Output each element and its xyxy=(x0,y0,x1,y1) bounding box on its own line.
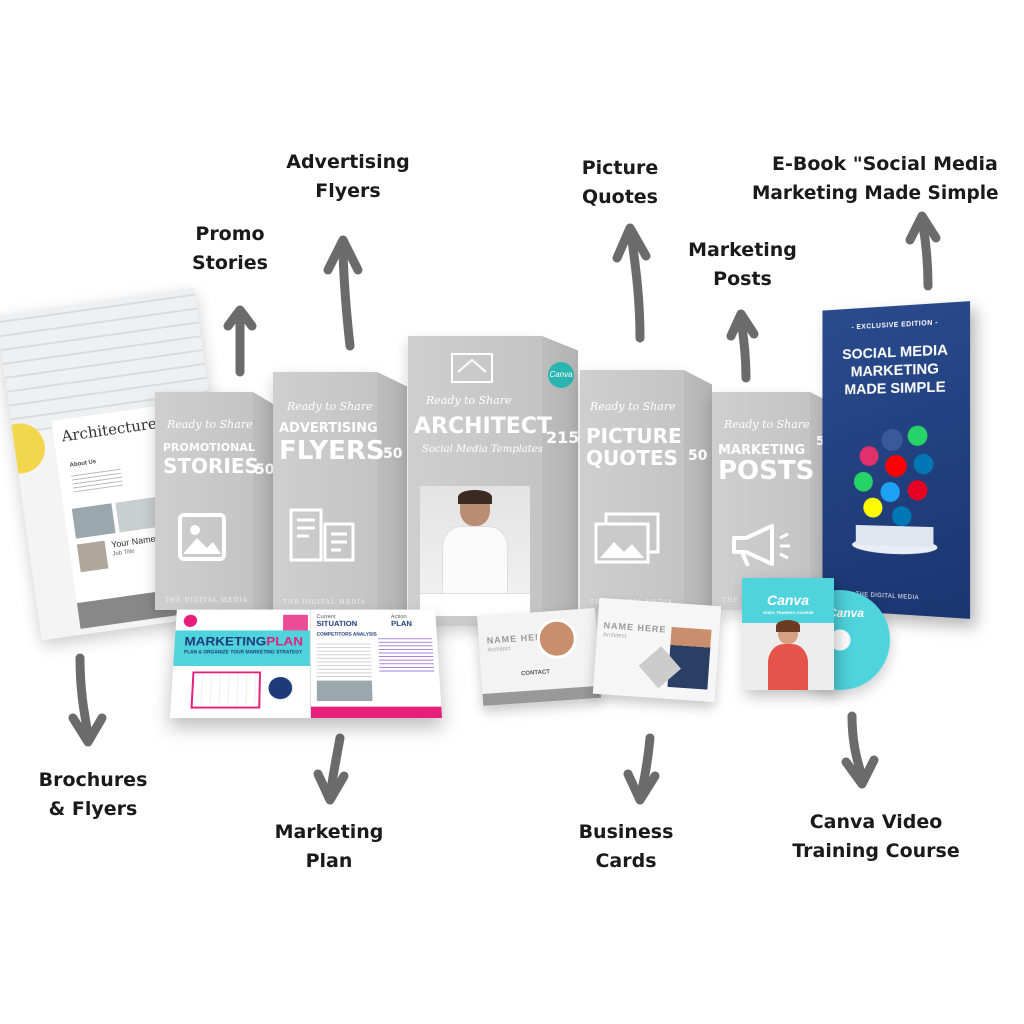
box-picture-quotes: Ready to Share PICTURE QUOTES 50 THE DIG… xyxy=(580,370,712,612)
ebook-title: SOCIAL MEDIA MARKETING MADE SIMPLE xyxy=(822,340,970,400)
label-business-cards: Business Cards xyxy=(566,818,686,876)
box-title-line1: MARKETING xyxy=(718,443,806,458)
business-card-back: NAME HERE Architect xyxy=(592,597,722,703)
box-tagline: Ready to Share xyxy=(590,400,676,413)
box-promotional-stories: Ready to Share PROMOTIONAL STORIES 50 TH… xyxy=(155,392,275,610)
card-contact: CONTACT xyxy=(520,669,551,678)
box-tagline: Ready to Share xyxy=(167,418,253,431)
images-icon xyxy=(594,512,660,564)
ebook-title-line: MADE SIMPLE xyxy=(844,378,946,399)
label-line: & Flyers xyxy=(48,798,138,820)
box-architect: Ready to Share ARCHITECT Social Media Te… xyxy=(408,336,579,626)
label-ebook: E-Book "Social Media Marketing Made Simp… xyxy=(752,150,1022,208)
label-line: Quotes xyxy=(581,186,658,208)
brochure-name: Your Name xyxy=(110,533,157,550)
box-count: 50 xyxy=(255,462,275,478)
box-count: 50 xyxy=(688,448,708,464)
box-title-line1: PROMOTIONAL xyxy=(163,441,255,454)
box-count: 215 xyxy=(546,428,580,447)
label-line: Flyers xyxy=(315,180,381,202)
dvd-case: Canva VIDEO TRAINING COURSE xyxy=(742,578,834,690)
box-title-line2: FLYERS xyxy=(279,436,385,466)
marketing-plan-book: MARKETINGPLAN PLAN & ORGANIZE YOUR MARKE… xyxy=(170,609,442,718)
megaphone-icon xyxy=(732,524,790,567)
box-tagline: Ready to Share xyxy=(426,394,512,407)
box-title-line2: POSTS xyxy=(718,456,815,486)
label-marketing-posts: Marketing Posts xyxy=(680,236,805,294)
label-line: Posts xyxy=(713,268,772,290)
plan-title-accent: PLAN xyxy=(266,633,304,649)
label-line: Picture xyxy=(581,157,659,179)
label-advertising-flyers: Advertising Flyers xyxy=(278,148,418,206)
brochure-job: Job Title xyxy=(112,548,136,558)
dvd-case-canva: Canva xyxy=(766,592,810,608)
plan-competitors: COMPETITORS ANALYSIS xyxy=(316,632,377,638)
box-title-line2: QUOTES xyxy=(586,446,678,470)
box-tagline: Ready to Share xyxy=(287,400,373,413)
ebook-cover: - EXCLUSIVE EDITION - SOCIAL MEDIA MARKE… xyxy=(822,301,971,619)
label-picture-quotes: Picture Quotes xyxy=(565,154,675,212)
label-line: Marketing xyxy=(274,821,384,843)
label-line: Marketing Made Simple xyxy=(752,183,999,204)
ebook-edition: - EXCLUSIVE EDITION - xyxy=(851,319,938,332)
box-title-line2: STORIES xyxy=(163,454,259,478)
flyer-icon xyxy=(289,508,355,562)
box-brand: THE DIGITAL MEDIA xyxy=(283,599,366,606)
brochure-avatar xyxy=(76,540,109,573)
box-title-line1: ADVERTISING xyxy=(279,421,378,436)
plan-subtitle: PLAN & ORGANIZE YOUR MARKETING STRATEGY xyxy=(183,649,303,656)
social-icons-cluster xyxy=(852,425,938,556)
label-line: E-Book "Social Media xyxy=(772,153,998,175)
card-role: Architect xyxy=(602,632,627,640)
image-icon xyxy=(178,513,226,561)
card-role: Architect xyxy=(487,645,511,654)
box-tagline: Ready to Share xyxy=(724,418,810,431)
label-line: Marketing xyxy=(688,239,797,261)
label-line: Stories xyxy=(192,252,268,274)
plan-left-page: MARKETINGPLAN PLAN & ORGANIZE YOUR MARKE… xyxy=(170,609,310,718)
business-card-front: NAME HERE Architect CONTACT xyxy=(477,607,601,707)
plan-situation: SITUATION xyxy=(316,619,358,628)
house-icon xyxy=(451,353,493,383)
box-advertising-flyers: Ready to Share ADVERTISING FLYERS 50 THE… xyxy=(273,372,407,612)
box-brand: THE DIGITAL MEDIA xyxy=(165,597,248,604)
label-line: Training Course xyxy=(792,840,960,862)
label-line: Advertising xyxy=(286,151,410,173)
label-promo-stories: Promo Stories xyxy=(180,220,280,278)
card-photo xyxy=(535,617,579,661)
label-line: Cards xyxy=(595,850,657,872)
label-marketing-plan: Marketing Plan xyxy=(264,818,394,876)
label-line: Plan xyxy=(305,850,353,872)
box-subtitle: Social Media Templates xyxy=(422,444,543,455)
dvd-canva: Canva xyxy=(828,606,865,620)
plan-action-plan: PLAN xyxy=(390,619,413,628)
box-title-line1: PICTURE xyxy=(586,424,682,448)
box-title: ARCHITECT xyxy=(414,414,552,439)
architect-photo xyxy=(420,486,530,616)
card-photo xyxy=(667,626,712,690)
label-line: Brochures xyxy=(38,769,148,791)
instructor-photo xyxy=(766,620,810,690)
label-line: Business xyxy=(578,821,674,843)
plan-title-main: MARKETING xyxy=(184,633,267,649)
label-brochures: Brochures & Flyers xyxy=(28,766,158,824)
box-count: 50 xyxy=(383,446,403,462)
label-line: Promo xyxy=(195,223,265,245)
label-canva-course: Canva Video Training Course xyxy=(786,808,966,866)
canva-badge: Canva xyxy=(548,362,574,388)
brochure-about: About Us xyxy=(69,459,97,469)
label-line: Canva Video xyxy=(809,811,943,833)
plan-title: MARKETINGPLAN xyxy=(184,634,303,648)
dvd-course: VIDEO TRAINING COURSE xyxy=(762,610,814,615)
